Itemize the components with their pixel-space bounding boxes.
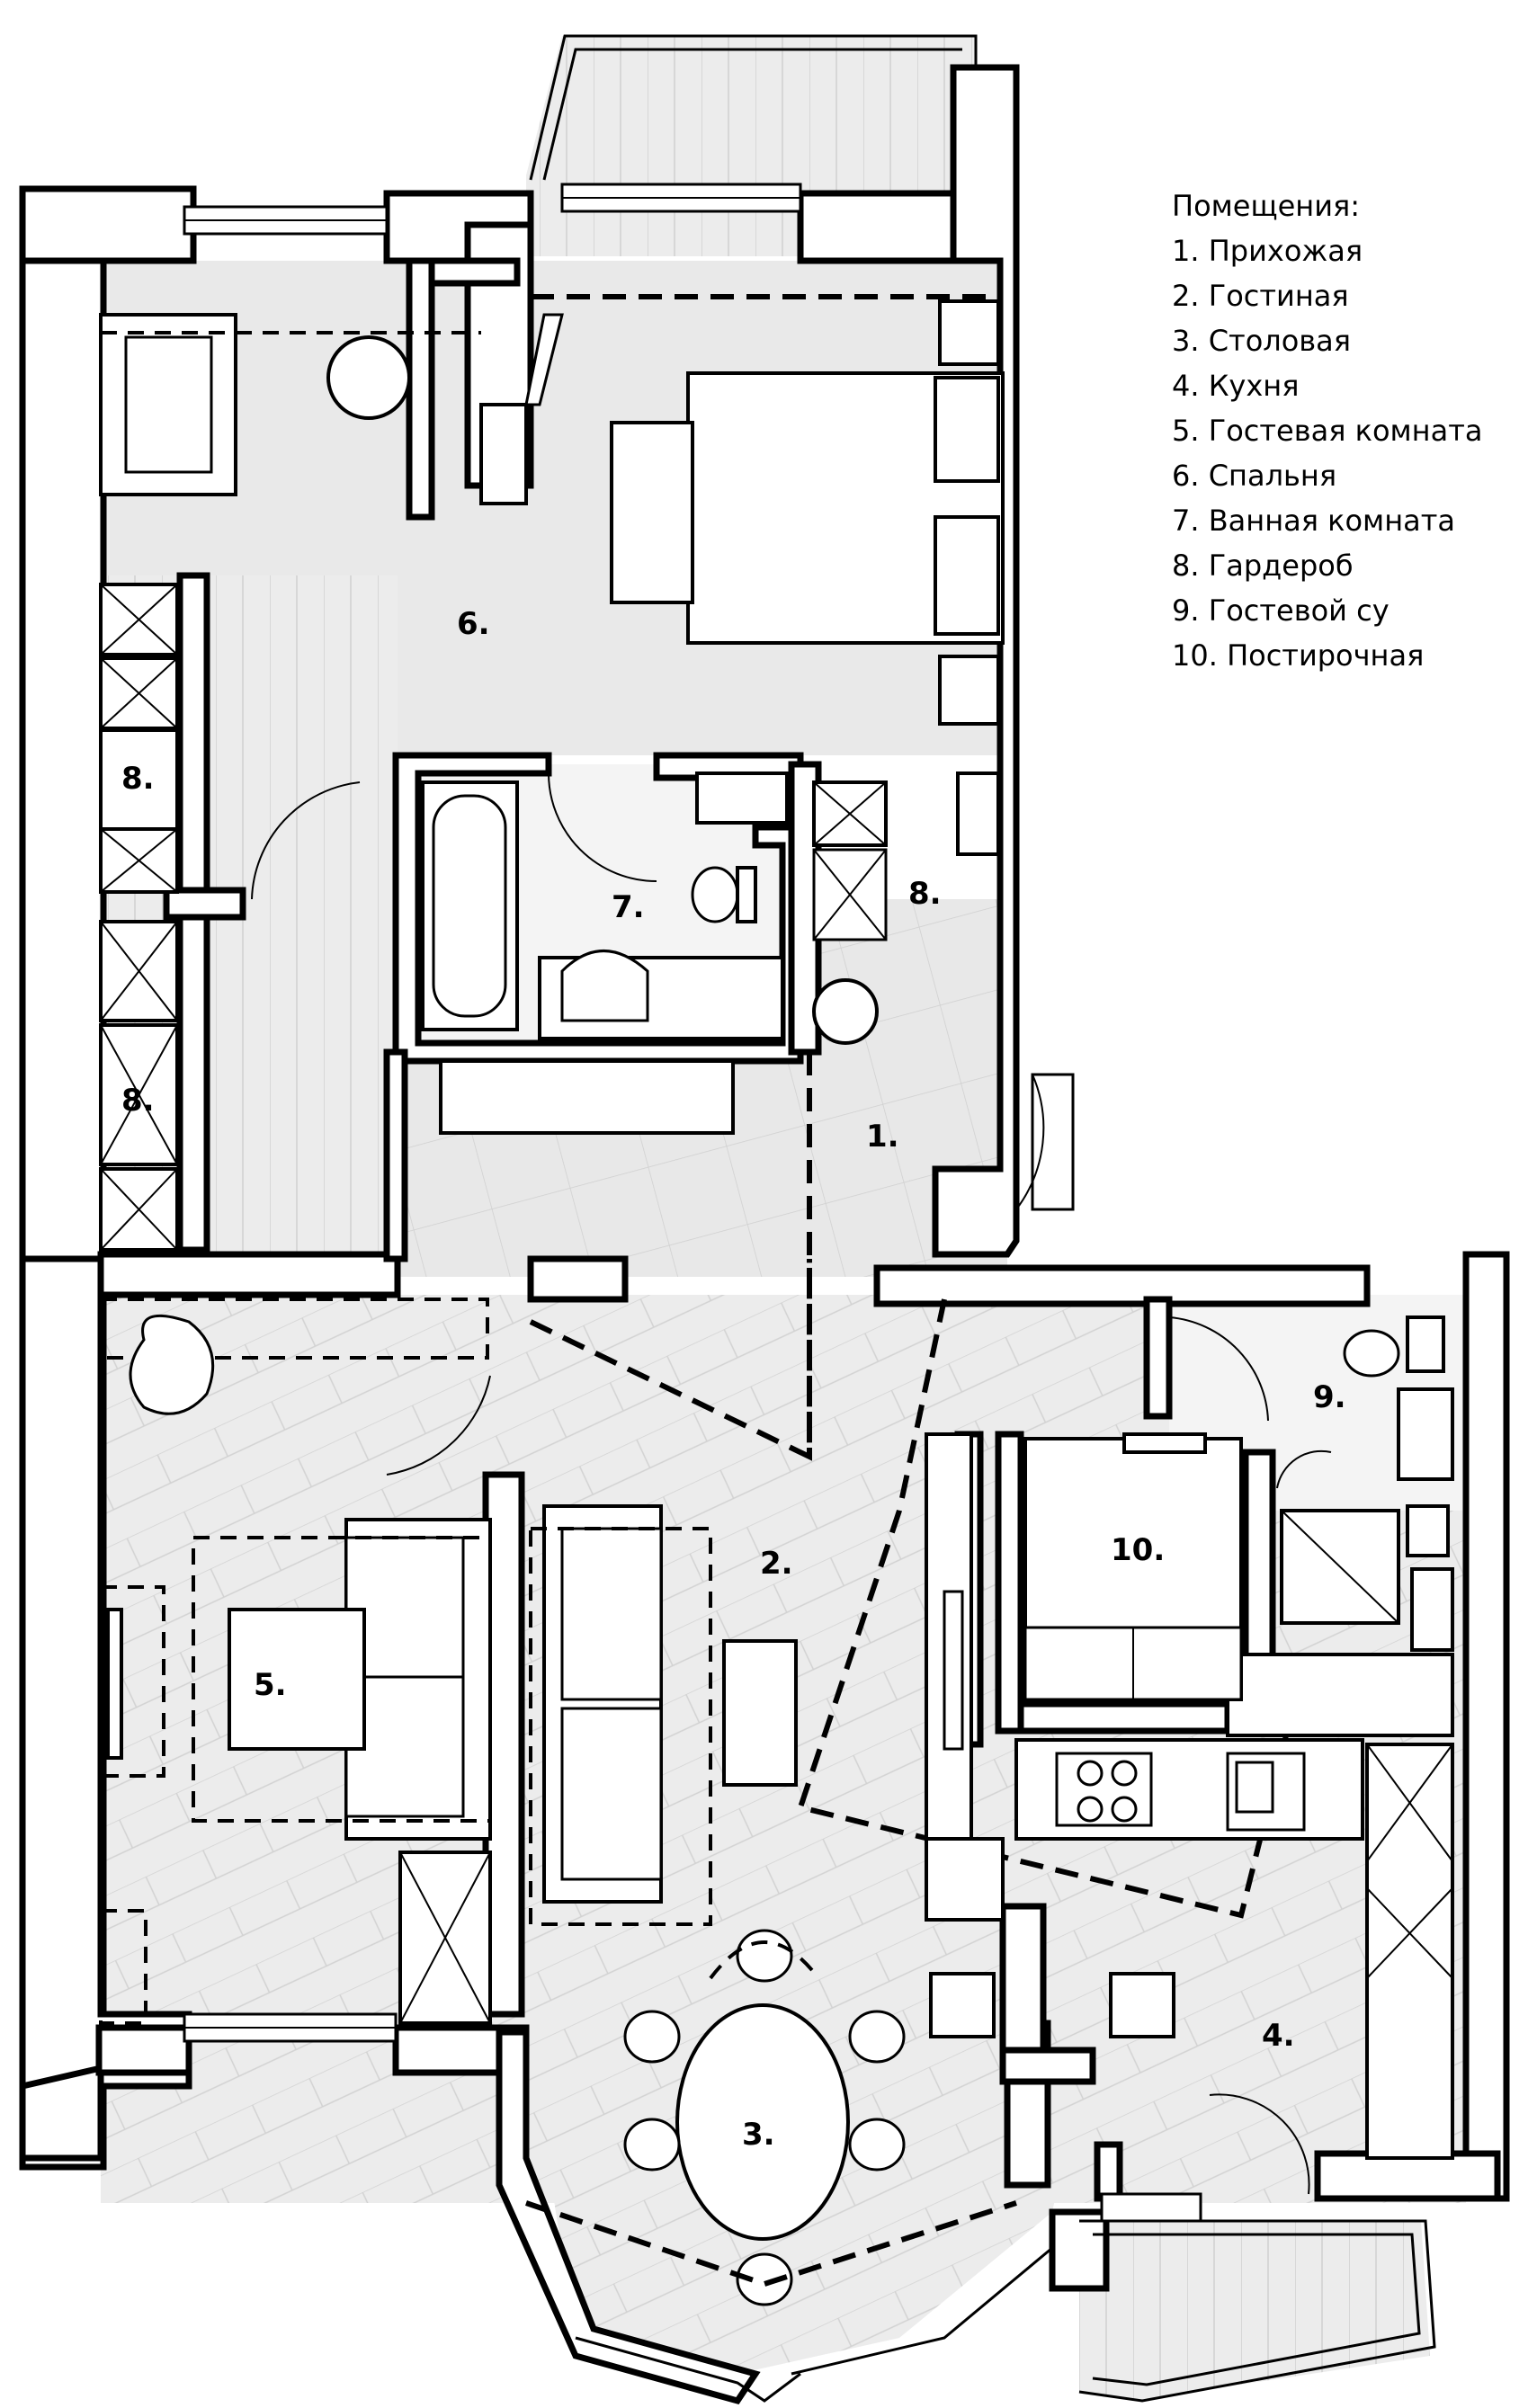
room-label-7: 7. — [612, 889, 645, 925]
windows — [183, 183, 1202, 2223]
kitchen-furniture — [925, 1432, 1454, 2195]
hallway-fixtures — [529, 978, 1075, 1461]
room-label-8b: 8. — [121, 1083, 155, 1119]
laundry-wc-fixtures — [1023, 1315, 1454, 1701]
wardrobe-units — [99, 583, 1000, 1252]
legend-item: 8. Гардероб — [1172, 548, 1354, 583]
legend-item: 3. Столовая — [1172, 324, 1352, 358]
room-label-1: 1. — [866, 1119, 899, 1155]
room-label-4: 4. — [1262, 2018, 1295, 2054]
legend-item: 10. Постирочная — [1172, 638, 1425, 673]
room-label-9: 9. — [1313, 1379, 1346, 1415]
room-label-2: 2. — [760, 1546, 793, 1582]
legend-item: 2. Гостиная — [1172, 279, 1349, 313]
room-labels: 1. 2. 3. 4. 5. 6. 7. 8. 8. 8. 9. 10. — [121, 606, 1346, 2153]
legend-item: 9. Гостевой су — [1172, 593, 1390, 628]
legend-item: 4. Кухня — [1172, 369, 1300, 403]
room-label-8c: 8. — [908, 876, 942, 912]
rooms-legend: Помещения: 1. Прихожая 2. Гостиная 3. Ст… — [1172, 183, 1482, 678]
room-label-8a: 8. — [121, 761, 155, 797]
room-label-6: 6. — [457, 606, 490, 642]
bedroom-furniture — [99, 294, 1005, 726]
dining-set — [525, 1929, 1017, 2306]
bathroom-fixtures — [251, 771, 789, 1135]
room-label-10: 10. — [1111, 1532, 1165, 1568]
legend-item: 1. Прихожая — [1172, 234, 1363, 268]
legend-item: 6. Спальня — [1172, 459, 1337, 493]
guest-room-furniture — [99, 1298, 492, 2025]
room-label-3: 3. — [742, 2117, 775, 2153]
legend-title: Помещения: — [1172, 189, 1361, 223]
walls — [19, 34, 1510, 2405]
legend-item: 7. Ванная комната — [1172, 504, 1455, 538]
room-label-5: 5. — [254, 1667, 287, 1703]
legend-item: 5. Гостевая комната — [1172, 414, 1483, 448]
living-room-furniture — [529, 1298, 1298, 1926]
